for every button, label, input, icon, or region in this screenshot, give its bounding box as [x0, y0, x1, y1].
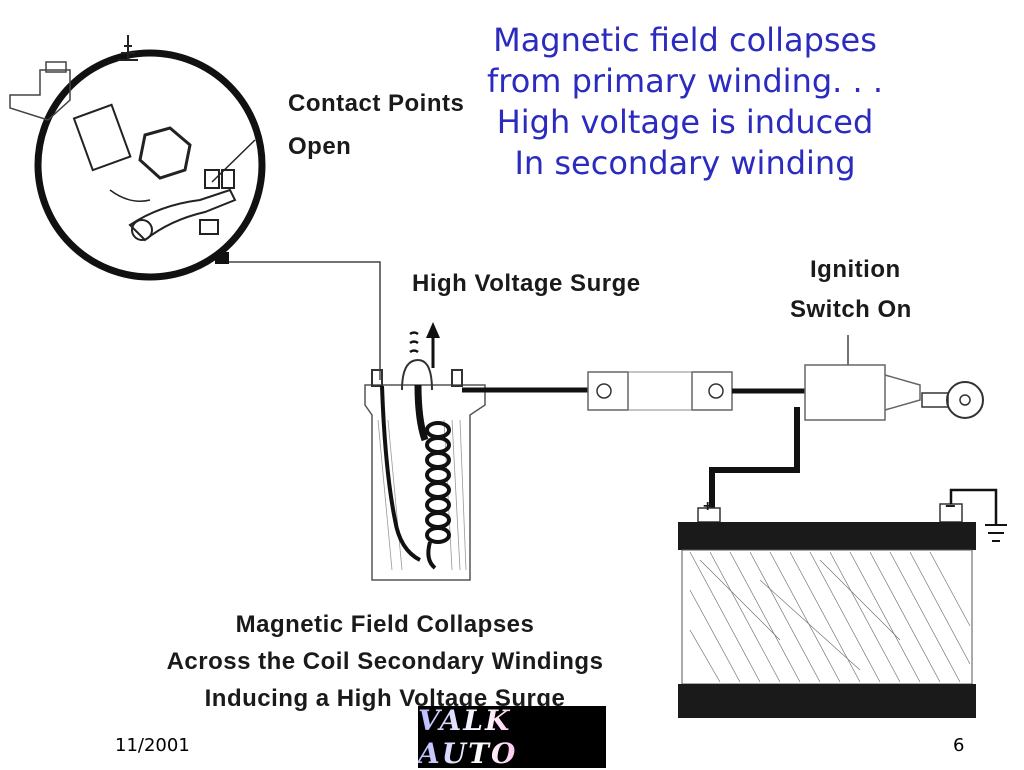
valk-auto-logo: VALK AUTO: [418, 704, 606, 770]
battery-plus-label: +: [703, 498, 713, 515]
high-voltage-surge-label: High Voltage Surge: [412, 270, 641, 297]
open-label: Open: [288, 133, 352, 160]
ignition-switch: [709, 335, 984, 508]
footer-date: 11/2001: [115, 735, 190, 756]
slide-title: Magnetic field collapses from primary wi…: [470, 20, 900, 184]
distributor: [9, 35, 266, 281]
title-line-4: In secondary winding: [514, 144, 856, 182]
ignition-coil: [364, 322, 486, 581]
logo-text: VALK AUTO: [418, 704, 606, 770]
caption-line-2: Across the Coil Secondary Windings: [166, 648, 604, 675]
battery-minus-label: −: [945, 496, 957, 516]
switch-on-label: Switch On: [790, 296, 912, 323]
ignition-label: Ignition: [810, 256, 901, 283]
diagram-caption: Magnetic Field Collapses Across the Coil…: [150, 606, 620, 717]
battery: [678, 488, 1007, 718]
primary-wire: [229, 261, 381, 380]
title-line-1: Magnetic field collapses: [493, 21, 877, 59]
page-number: 6: [953, 735, 965, 756]
title-line-2: from primary winding. . .: [486, 62, 884, 100]
title-line-3: High voltage is induced: [496, 103, 874, 141]
contact-points-label: Contact Points: [288, 90, 465, 117]
caption-line-1: Magnetic Field Collapses: [235, 611, 535, 638]
switch-wire: [462, 371, 805, 411]
